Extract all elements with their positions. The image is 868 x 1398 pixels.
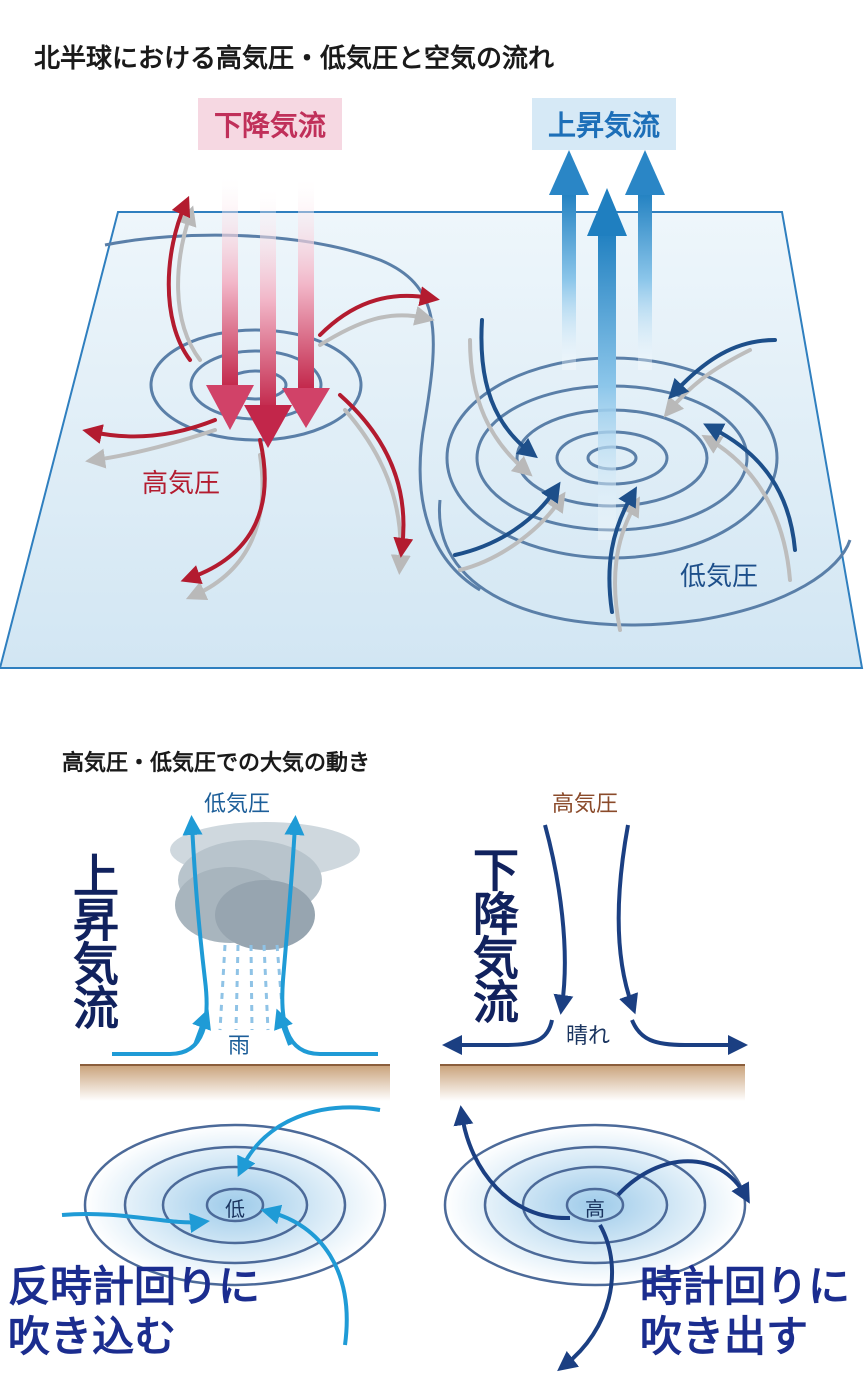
clockwise-caption-line2: 吹き出す [640,1312,809,1362]
downdraft-vertical-label: 下降気流 [466,846,520,1022]
low-center-label: 低 [225,1197,245,1221]
low-counterclockwise-arrows [61,1105,381,1346]
ground-left [80,1065,390,1101]
rain-streaks [218,944,286,1031]
low-pressure-label: 低気圧 [680,562,759,592]
sunny-label: 晴れ [566,1024,611,1049]
counterclockwise-caption-line1: 反時計回りに [8,1262,261,1311]
clockwise-caption-line1: 時計回りに [640,1262,851,1311]
updraft-vertical-label: 上昇気流 [66,852,120,1028]
high-pressure-label: 高気圧 [142,469,221,499]
high-downdraft-arrows [442,824,748,1055]
counterclockwise-caption: 反時計回りに 吹き込む [8,1262,260,1363]
downdraft-label-chip: 下降気流 [198,98,343,150]
high-clockwise-arrows [453,1105,750,1372]
high-center-label: 高 [585,1197,605,1221]
top-title: 北半球における高気圧・低気圧と空気の流れ [34,44,555,74]
high-outflow-arrows [82,195,440,600]
updraft-label-chip: 上昇気流 [532,98,677,150]
low-plan-isobars [83,1123,387,1287]
clockwise-caption: 時計回りに 吹き出す [640,1262,850,1363]
updraft-arrows-3d [549,150,665,540]
bottom-title: 高気圧・低気圧での大気の動き [62,751,371,776]
ground-right [440,1065,745,1101]
downdraft-arrows-3d [206,178,330,448]
low-updraft-arrows [112,815,378,1056]
low-pressure-small-label: 低気圧 [204,792,271,817]
high-pressure-small-label: 高気圧 [552,792,619,817]
counterclockwise-caption-line2: 吹き込む [8,1312,177,1362]
low-inflow-arrows [453,318,797,632]
rain-label: 雨 [228,1034,251,1059]
